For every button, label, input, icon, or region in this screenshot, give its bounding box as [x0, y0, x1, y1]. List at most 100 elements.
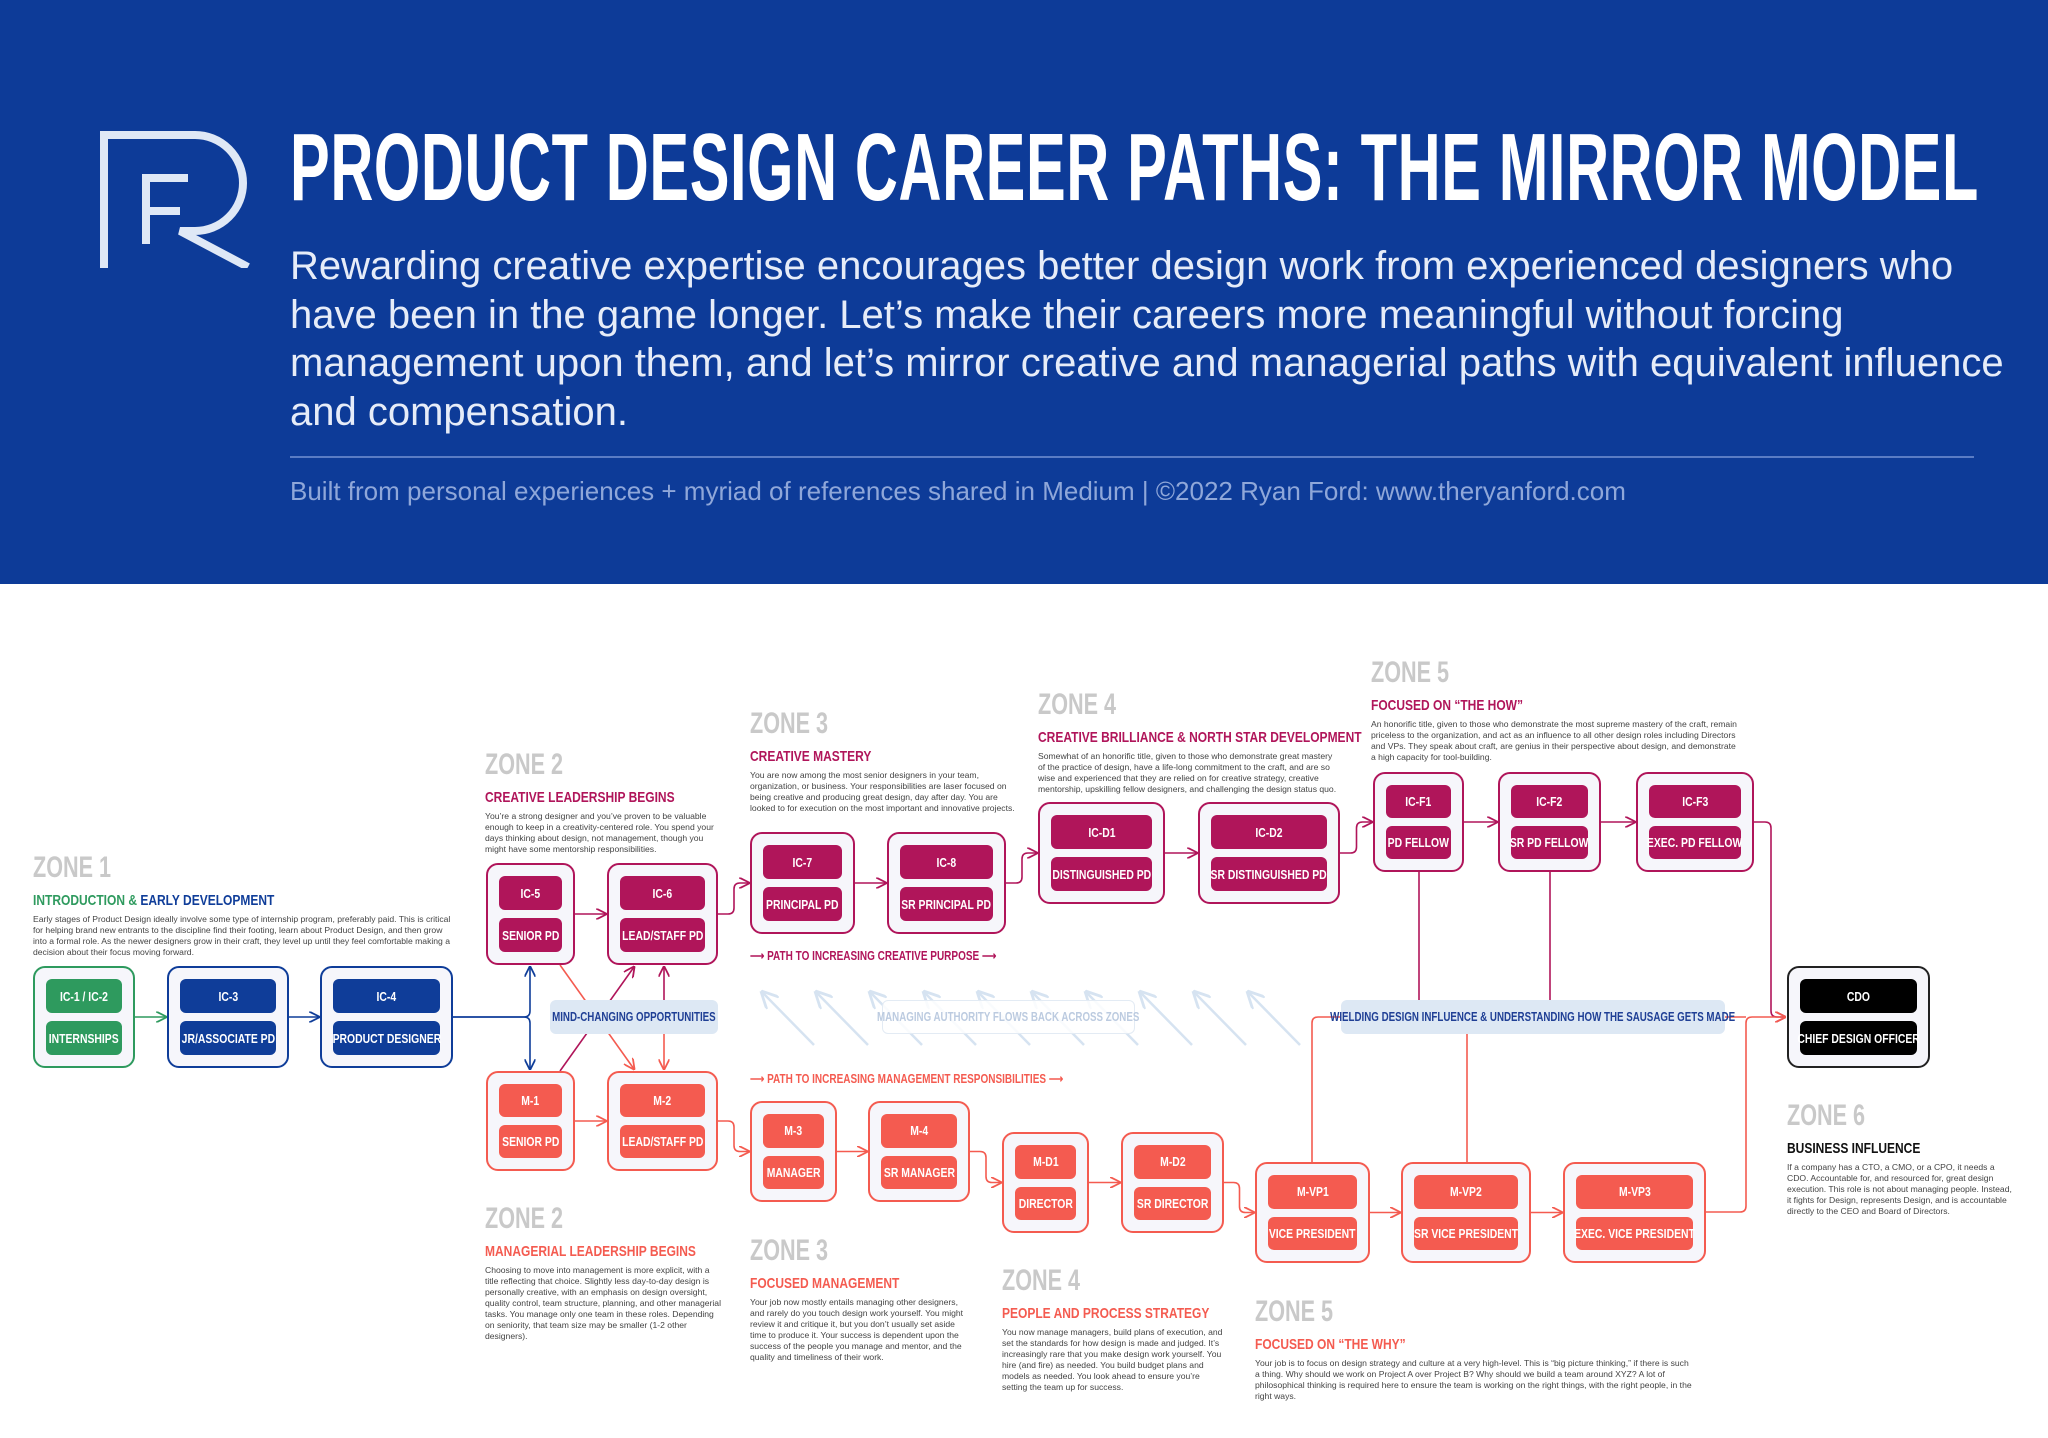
zone-description: ZONE 2 MANAGERIAL LEADERSHIP BEGINS Choosi… [485, 1203, 725, 1342]
role-title: PRODUCT DESIGNER [332, 1021, 441, 1055]
role-title: DIRECTOR [1015, 1186, 1076, 1220]
to-cdo-arrow [1754, 821, 1785, 1017]
arrow-right-icon: ⟶ [979, 949, 997, 963]
zone-description: ZONE 2 CREATIVE LEADERSHIP BEGINS You’re a… [485, 749, 725, 855]
zone-label: ZONE 5 [1371, 656, 1450, 689]
zone-label: ZONE 3 [750, 707, 829, 740]
arrow-right-icon: ⟶ [750, 1072, 768, 1086]
credit-line: Built from personal experiences + myriad… [290, 476, 1626, 506]
role-code: IC-8 [900, 845, 993, 879]
role-code: IC-D1 [1051, 815, 1152, 849]
branch-down-arrow [453, 1016, 530, 1069]
role-code: M-D1 [1015, 1145, 1076, 1179]
zone-heading: MANAGERIAL LEADERSHIP BEGINS [485, 1243, 696, 1260]
zone-description: ZONE 5 FOCUSED ON “THE HOW” An honorific t… [1371, 657, 1741, 763]
role-title: SENIOR PD [499, 918, 562, 952]
role-title: SR PRINCIPAL PD [900, 887, 993, 921]
role-code: M-2 [620, 1084, 705, 1117]
zone-heading: FOCUSED ON “THE HOW” [1371, 697, 1523, 714]
zone-label: ZONE 2 [485, 1202, 564, 1235]
fr-logo [100, 131, 250, 268]
role-code: IC-5 [499, 876, 562, 910]
connector-arrow [1340, 822, 1372, 854]
zone-body: You are now among the most senior design… [750, 770, 1015, 813]
role-title: SR MANAGER [881, 1155, 957, 1189]
arrow-right-icon: ⟶ [1046, 1072, 1064, 1086]
zone-body: Your job now mostly entails managing oth… [750, 1297, 964, 1362]
role-title: EXEC. VICE PRESIDENT [1574, 1216, 1695, 1250]
zone-heading: CREATIVE BRILLIANCE & NORTH STAR DEVELOP… [1038, 729, 1362, 746]
to-cdo-arrow [1706, 1017, 1785, 1213]
role-code: IC-4 [333, 979, 440, 1013]
role-title: INTERNSHIPS [46, 1021, 122, 1055]
zone-body: You now manage managers, build plans of … [1002, 1327, 1223, 1392]
role-code: M-VP2 [1414, 1175, 1518, 1209]
header-banner: PRODUCT DESIGN CAREER PATHS: THE MIRROR … [0, 0, 2048, 584]
role-card-m-d2[interactable]: M-D2 SR DIRECTOR [1121, 1132, 1224, 1233]
role-title: SENIOR PD [499, 1125, 562, 1158]
connector [1311, 1016, 1341, 1162]
role-title: JR/ASSOCIATE PD [180, 1021, 276, 1055]
zone-description: ZONE 5 FOCUSED ON “THE WHY” Your job is to… [1255, 1296, 1695, 1402]
zone-body: Your job is to focus on design strategy … [1255, 1358, 1692, 1401]
zone-heading: FOCUSED MANAGEMENT [750, 1275, 900, 1292]
mind-changing-label: MIND-CHANGING OPPORTUNITIES [550, 1000, 718, 1034]
path-management-label: ⟶ PATH TO INCREASING MANAGEMENT RESPONSI… [750, 1072, 1064, 1086]
role-card-ic-f2[interactable]: IC-F2 SR PD FELLOW [1498, 772, 1601, 872]
role-card-ic-8[interactable]: IC-8 SR PRINCIPAL PD [887, 832, 1006, 934]
role-title: SR DISTINGUISHED PD [1211, 857, 1327, 891]
zone-description: ZONE 3 CREATIVE MASTERY You are now among … [750, 708, 1020, 814]
zone-heading: CREATIVE LEADERSHIP BEGINS [485, 789, 675, 806]
connector-arrow [718, 1120, 749, 1152]
role-code: IC-F2 [1511, 785, 1588, 818]
branch-up-arrow [453, 967, 530, 1018]
zone-heading: FOCUSED ON “THE WHY” [1255, 1336, 1406, 1353]
zone-body: An honorific title, given to those who d… [1371, 719, 1737, 762]
page-title: PRODUCT DESIGN CAREER PATHS: THE MIRROR … [290, 114, 1979, 221]
zone-heading: CREATIVE MASTERY [750, 748, 872, 765]
zone-body: You’re a strong designer and you’ve prov… [485, 811, 714, 854]
authority-arrow [816, 992, 869, 1046]
zone-body: Choosing to move into management is more… [485, 1265, 721, 1341]
zone-label: ZONE 5 [1255, 1295, 1334, 1328]
zone-label: ZONE 1 [33, 851, 112, 884]
role-code: M-D2 [1134, 1145, 1211, 1179]
zone-label: ZONE 3 [750, 1234, 829, 1267]
role-code: IC-F3 [1649, 785, 1741, 818]
role-title: LEAD/STAFF PD [620, 1125, 705, 1158]
managing-authority-label: MANAGING AUTHORITY FLOWS BACK ACROSS ZON… [877, 1000, 1140, 1034]
role-title: CHIEF DESIGN OFFICER [1797, 1021, 1920, 1055]
role-title: SR DIRECTOR [1134, 1186, 1211, 1220]
role-code: IC-3 [180, 979, 276, 1013]
role-title: SR PD FELLOW [1510, 826, 1589, 859]
role-code: IC-1 / IC-2 [46, 979, 122, 1013]
role-code: M-3 [763, 1114, 824, 1148]
zone-heading: INTRODUCTION & EARLY DEVELOPMENT [33, 892, 275, 909]
zone-label: ZONE 2 [485, 748, 564, 781]
role-code: IC-7 [763, 845, 842, 879]
role-title: PD FELLOW [1386, 826, 1451, 859]
zone-label: ZONE 6 [1787, 1099, 1866, 1132]
